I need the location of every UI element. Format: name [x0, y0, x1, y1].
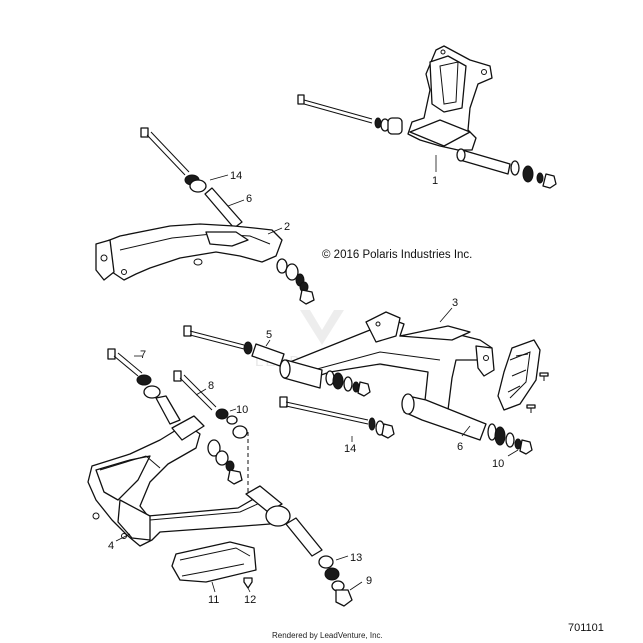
push-rivet — [243, 577, 253, 589]
callout-6a: 6 — [246, 193, 252, 205]
callout-5: 5 — [266, 329, 272, 341]
leader-9 — [349, 581, 363, 591]
leader-11 — [211, 581, 216, 593]
leader-10b — [507, 449, 519, 457]
part-4-lower-arm — [87, 348, 353, 607]
leader-13 — [335, 555, 349, 561]
callout-12: 12 — [244, 594, 256, 606]
bushing-sleeve — [387, 117, 403, 135]
callout-4: 4 — [108, 540, 114, 552]
leader-10a — [229, 408, 237, 412]
leader-6a — [227, 199, 245, 207]
spacer — [204, 187, 243, 229]
part-1-pivot-bracket — [297, 45, 557, 189]
part-2-upper-arm — [95, 127, 315, 305]
callout-7: 7 — [140, 349, 146, 361]
leader-12 — [247, 587, 251, 593]
bolt-top — [297, 94, 373, 124]
guard-plate — [497, 339, 541, 411]
callout-9: 9 — [366, 575, 372, 587]
footer-credit: Rendered by LeadVenture, Inc. — [272, 631, 383, 640]
callout-6b: 6 — [457, 441, 463, 453]
frame-body — [289, 317, 493, 417]
washer — [374, 117, 382, 129]
callout-10b: 10 — [492, 458, 504, 470]
callout-14a: 14 — [230, 170, 242, 182]
part-3-swing-frame — [183, 311, 549, 455]
callout-11: 11 — [208, 594, 219, 606]
diagram-number: 701101 — [568, 622, 604, 634]
leader-5 — [265, 339, 271, 347]
nut — [542, 173, 557, 189]
callout-1: 1 — [432, 175, 438, 187]
leader-3 — [439, 307, 453, 323]
callout-13: 13 — [350, 552, 362, 564]
copyright-notice: © 2016 Polaris Industries Inc. — [322, 249, 472, 261]
callout-3: 3 — [452, 297, 458, 309]
callout-8: 8 — [208, 380, 214, 392]
leader-14a — [209, 174, 229, 181]
arm-body — [101, 223, 283, 281]
callout-14b: 14 — [344, 443, 356, 455]
skid-pad — [171, 541, 257, 583]
pivot-sleeve — [459, 149, 511, 175]
leader-2 — [267, 227, 283, 235]
leader-4 — [115, 533, 131, 542]
spacer-lower — [285, 517, 323, 557]
callout-10a: 10 — [236, 404, 248, 416]
leader-6b — [461, 425, 471, 437]
callout-2: 2 — [284, 221, 290, 233]
leader-8 — [195, 388, 207, 396]
